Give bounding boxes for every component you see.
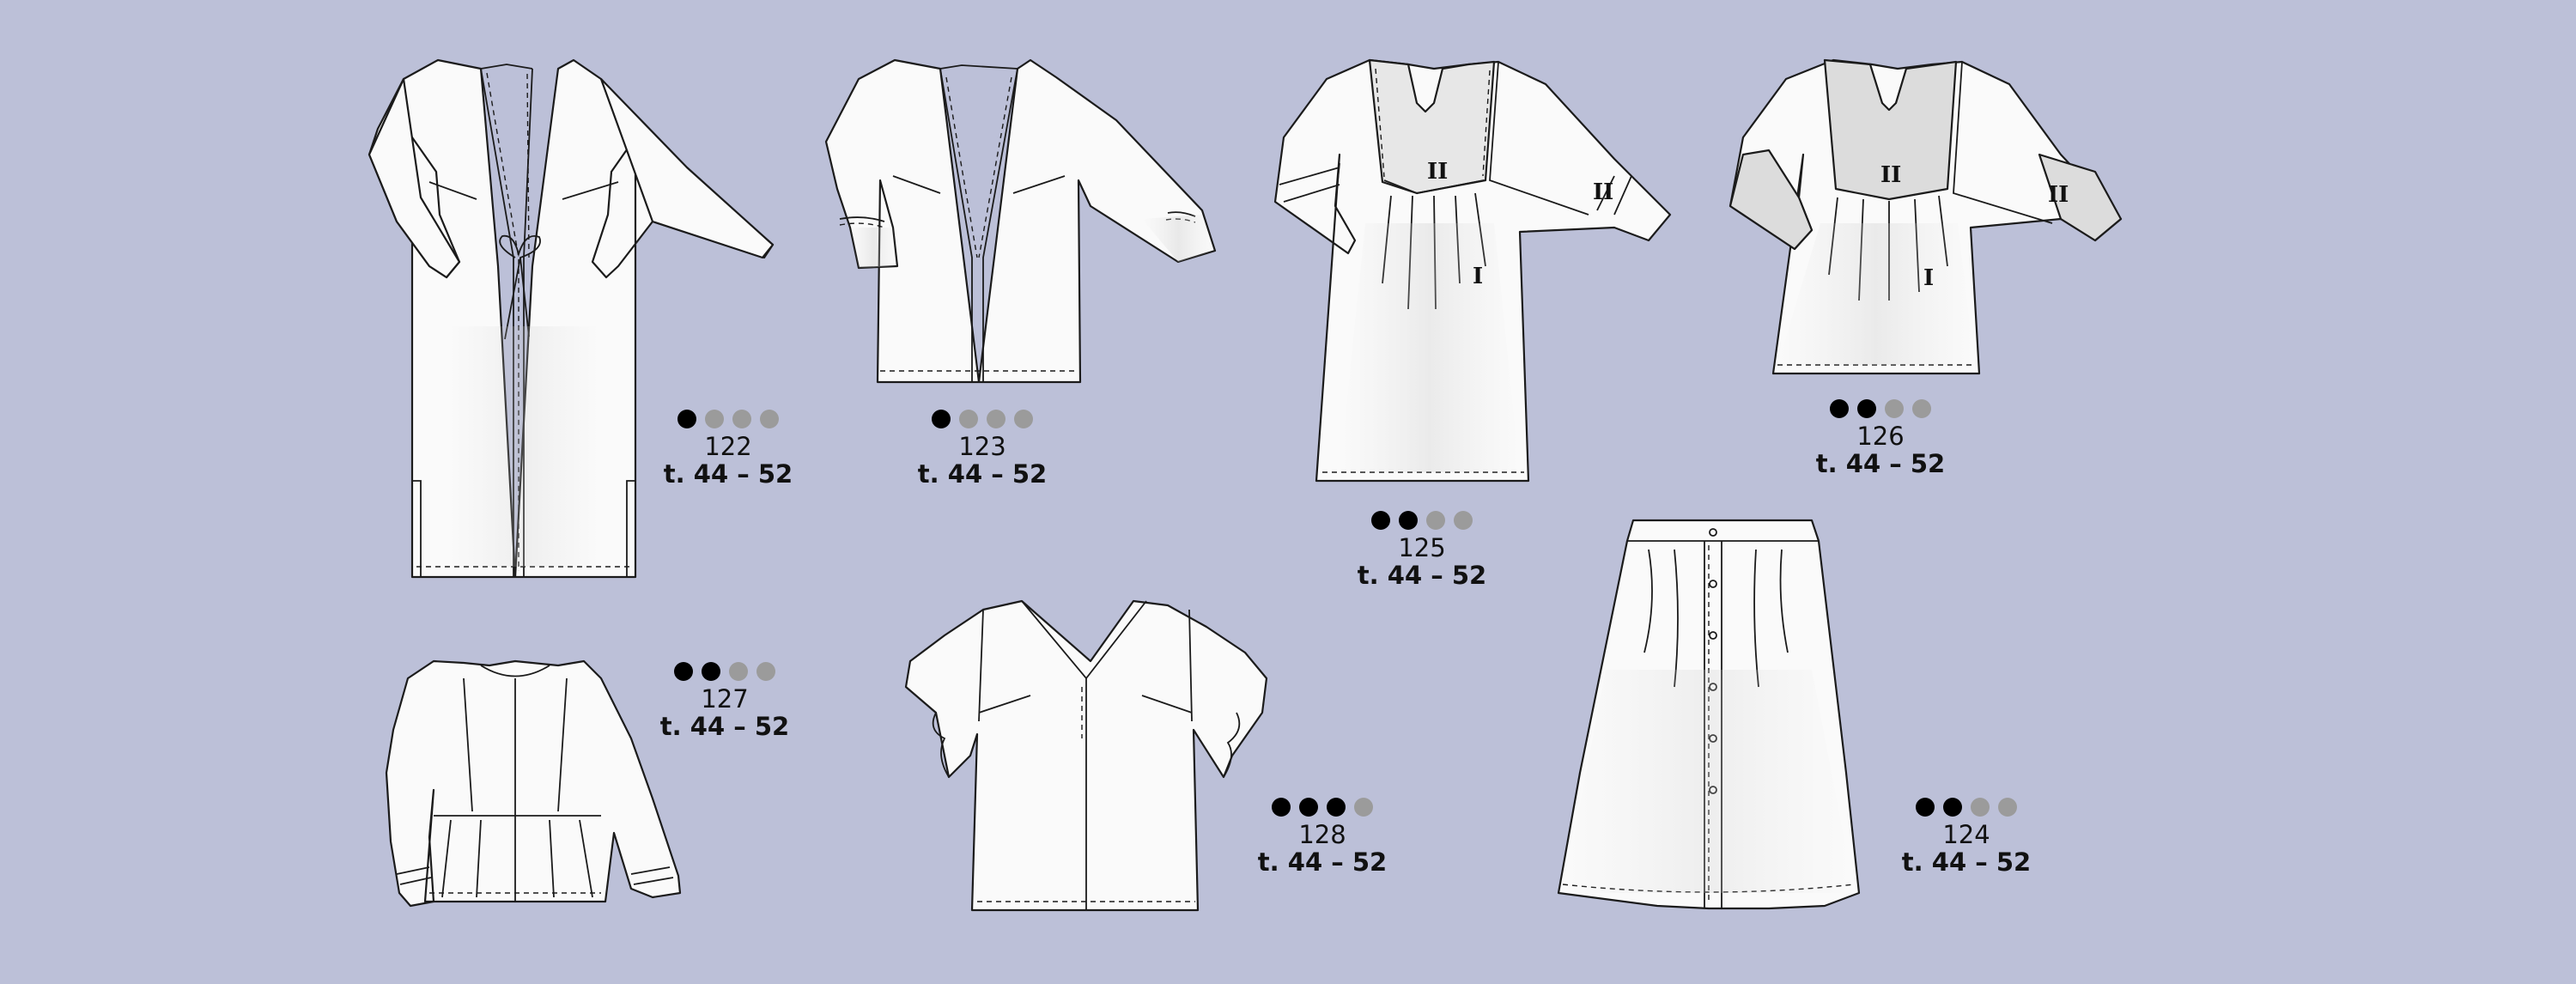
piece-mark-I-body: I [1473, 264, 1483, 289]
difficulty-dot [1998, 798, 2017, 817]
difficulty-dot [702, 662, 720, 681]
difficulty-dot [1885, 399, 1904, 418]
difficulty-dot [1971, 798, 1990, 817]
pattern-label-123: 123 t. 44 – 52 [888, 409, 1077, 488]
size-range: t. 44 – 52 [659, 712, 790, 741]
difficulty-rating [888, 409, 1077, 429]
difficulty-rating [1228, 797, 1417, 817]
difficulty-rating [1327, 510, 1516, 531]
piece-mark-II-yoke: II [1880, 162, 1901, 188]
difficulty-rating [1786, 398, 1975, 419]
size-range: t. 44 – 52 [1815, 449, 1946, 478]
difficulty-dot [1943, 798, 1962, 817]
difficulty-dot [1371, 511, 1390, 530]
difficulty-dot [1272, 798, 1291, 817]
size-range: t. 44 – 52 [1901, 847, 2032, 877]
garment-124-drawing [1557, 519, 1861, 910]
difficulty-rating [630, 661, 819, 682]
difficulty-rating [1872, 797, 2061, 817]
difficulty-dot [1014, 410, 1033, 428]
difficulty-dot [729, 662, 748, 681]
pattern-number: 127 [701, 684, 749, 714]
difficulty-dot [732, 410, 751, 428]
pattern-label-124: 124 t. 44 – 52 [1872, 797, 2061, 876]
piece-mark-I-body: I [1923, 265, 1934, 291]
pattern-number: 125 [1398, 533, 1446, 562]
difficulty-dot [1399, 511, 1418, 530]
difficulty-dot [1426, 511, 1445, 530]
difficulty-dot [1327, 798, 1346, 817]
difficulty-dot [1354, 798, 1373, 817]
piece-mark-II-yoke: II [1427, 159, 1448, 185]
difficulty-dot [677, 410, 696, 428]
garment-125-drawing: II II I [1273, 58, 1672, 483]
difficulty-dot [674, 662, 693, 681]
piece-mark-II-sleeve: II [2048, 182, 2069, 208]
size-range: t. 44 – 52 [917, 459, 1048, 489]
garment-126-drawing: II II I [1728, 58, 2123, 375]
size-range: t. 44 – 52 [663, 459, 793, 489]
pattern-number: 122 [704, 432, 752, 461]
difficulty-dot [756, 662, 775, 681]
pattern-number: 123 [958, 432, 1006, 461]
difficulty-dot [987, 410, 1005, 428]
piece-mark-II-sleeve: II [1593, 179, 1613, 205]
pattern-label-127: 127 t. 44 – 52 [630, 661, 819, 740]
garment-127-drawing [385, 659, 682, 908]
pattern-number: 128 [1298, 820, 1346, 849]
garment-122-drawing [368, 58, 775, 579]
pattern-number: 124 [1942, 820, 1990, 849]
pattern-number: 126 [1856, 422, 1905, 451]
difficulty-dot [959, 410, 978, 428]
difficulty-dot [1912, 399, 1931, 418]
difficulty-dot [1857, 399, 1876, 418]
pattern-label-125: 125 t. 44 – 52 [1327, 510, 1516, 589]
pattern-label-126: 126 t. 44 – 52 [1786, 398, 1975, 477]
difficulty-dot [1454, 511, 1473, 530]
difficulty-dot [1830, 399, 1849, 418]
difficulty-dot [932, 410, 951, 428]
difficulty-dot [1916, 798, 1935, 817]
difficulty-dot [760, 410, 779, 428]
difficulty-dot [705, 410, 724, 428]
pattern-label-128: 128 t. 44 – 52 [1228, 797, 1417, 876]
difficulty-dot [1299, 798, 1318, 817]
pattern-label-122: 122 t. 44 – 52 [634, 409, 823, 488]
size-range: t. 44 – 52 [1357, 561, 1487, 590]
garment-123-drawing [824, 58, 1217, 384]
difficulty-rating [634, 409, 823, 429]
garment-128-drawing [904, 599, 1268, 912]
size-range: t. 44 – 52 [1257, 847, 1388, 877]
